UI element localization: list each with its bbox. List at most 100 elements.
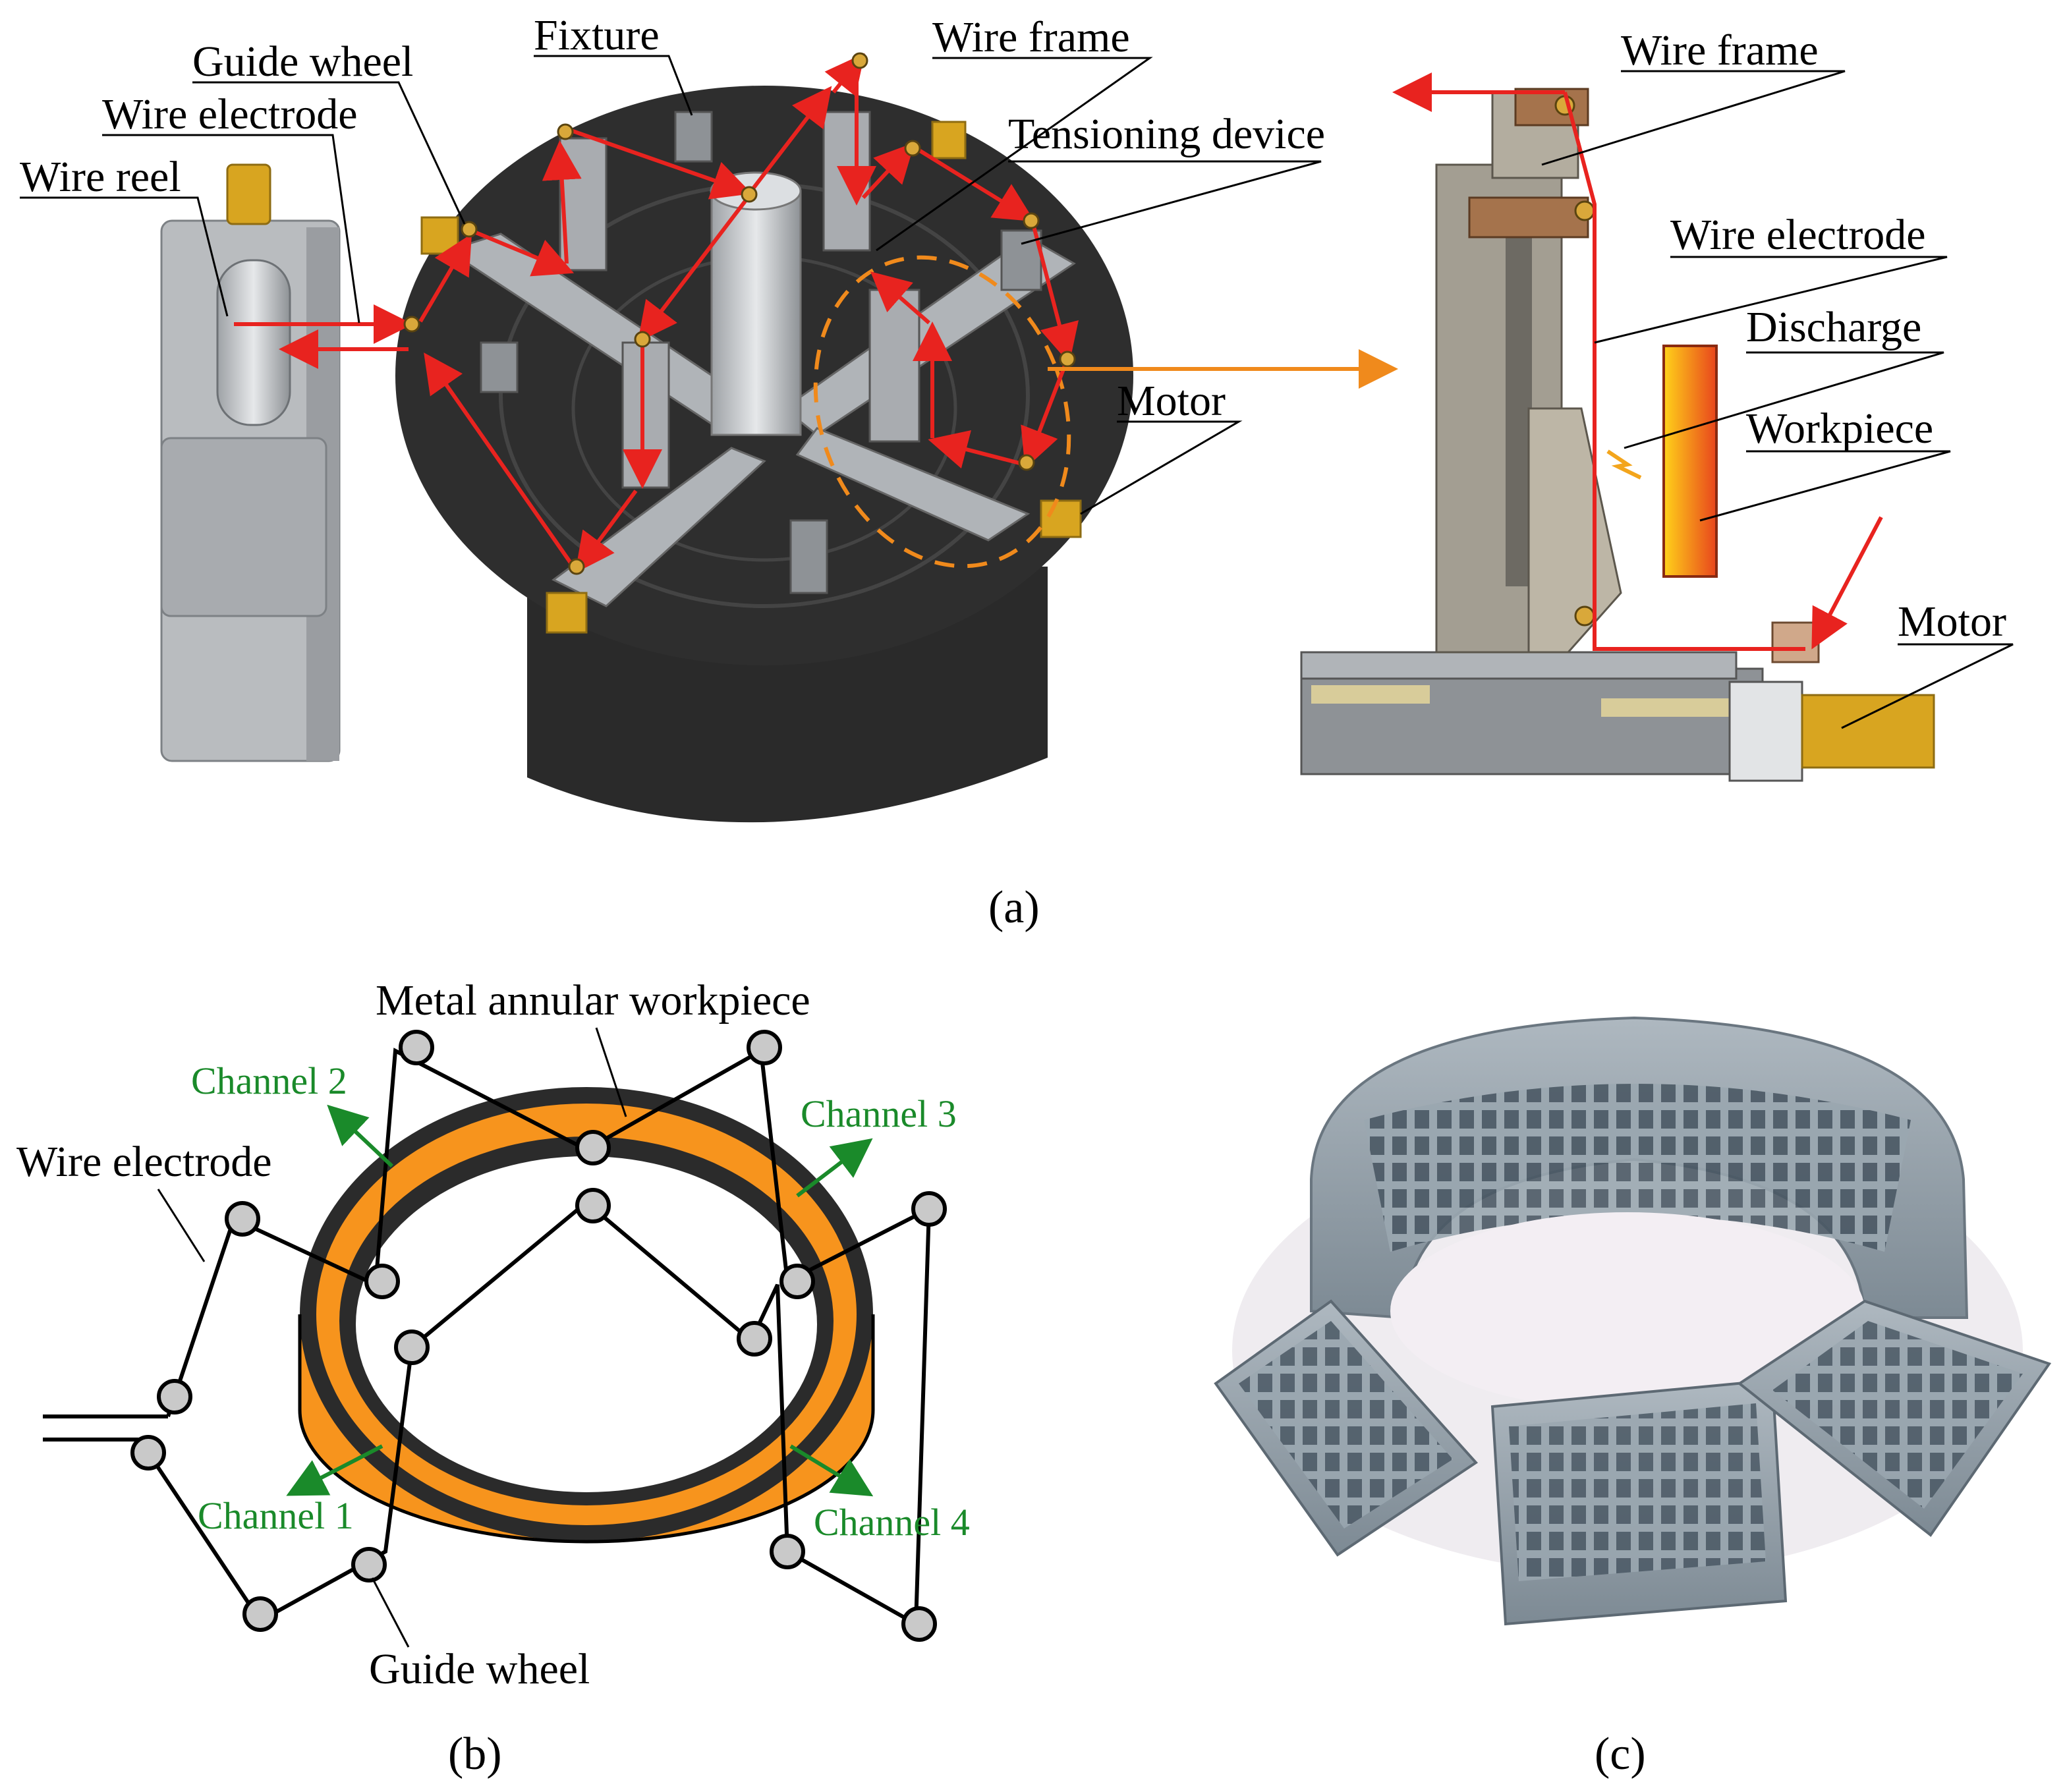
channel-3-arrow [796,1138,873,1198]
wire-arrow [418,233,472,323]
leader-motor-right [1841,643,2014,729]
channel-2-arrow [327,1104,394,1168]
label-workpiece: Workpiece [1746,405,1933,453]
leaders-a [20,55,2014,729]
arm-motor [420,216,459,255]
leader-metal-annular [595,1027,627,1117]
guide-wheel [130,1435,166,1470]
detail-wire-path [1563,92,1805,651]
fixture-block [480,341,519,393]
annular-ring [298,1087,875,1544]
arm-motor [1040,499,1082,538]
detail-motor [1801,694,1935,769]
rotary-machine [395,86,1133,823]
guide-wheel [461,221,478,238]
workpiece-bar [1662,345,1718,578]
label-wire-electrode-b: Wire electrode [16,1138,272,1186]
guide-wheel [1059,350,1076,368]
guide-wheel [364,1264,400,1299]
wire-arrow [928,430,1025,469]
detail-slider-strip [1311,685,1430,704]
guide-wheel [399,1030,434,1065]
caption-c: (c) [1595,1729,1646,1779]
panel-b: Metal annular workpiece Wire electrode G… [16,976,970,1779]
guide-wheel [1574,605,1595,627]
guide-wheel [851,52,868,69]
detail-motor-block [1728,681,1803,782]
wire-reel-spool [216,259,291,426]
label-motor-right: Motor [1898,598,2006,646]
guide-wheel [394,1330,430,1365]
caption-a: (a) [988,882,1040,933]
caption-b: (b) [448,1729,502,1779]
leader-guide-wheel [192,81,466,225]
fixture-block [674,111,713,163]
detail-slider-strip [1601,698,1733,717]
leader-discharge [1624,351,1944,449]
guide-wheel [403,316,420,333]
guide-wheel [901,1606,937,1642]
label-motor-center: Motor [1117,377,1226,425]
guide-wheel [770,1534,805,1569]
guide-wheel [1023,212,1040,229]
detail-unit [1300,72,1935,782]
detail-column-slot [1506,217,1532,586]
leader-wire-electrode-b [157,1189,206,1262]
photo-segmented-ring [1214,1016,2052,1626]
guide-wheel [225,1201,260,1237]
label-channel-1: Channel 1 [198,1494,354,1537]
wire-path-main [234,53,1079,573]
guide-wheel [779,1264,815,1299]
label-guide-wheel: Guide wheel [192,38,413,86]
leader-wire-frame-right [1541,70,1846,166]
channel-4-arrow [789,1444,874,1497]
wire-arrow [637,196,750,343]
fixture-block [789,519,828,594]
label-wire-frame-right: Wire frame [1621,26,1819,74]
wire-arrow [749,86,832,192]
panel-a: Guide wheel Wire electrode Wire reel Fix… [20,11,2014,933]
guide-wheel [351,1547,387,1582]
photo-ring-back-slots [1364,1084,1911,1252]
channel-arrows [286,1104,874,1497]
discharge-spark-icon [1606,449,1642,480]
wire-frame-upright [822,111,871,252]
label-channel-4: Channel 4 [814,1501,970,1544]
panel-c: (c) [1214,1016,2052,1779]
detail-fixture [1514,88,1589,126]
label-wire-frame-center: Wire frame [932,13,1130,61]
label-wire-reel: Wire reel [20,153,181,201]
guide-wheels-b [130,1030,947,1642]
leader-wire-electrode [102,134,360,323]
wire-arrow [575,490,638,573]
guide-wheel [1574,200,1595,221]
arm-motor [546,592,588,634]
label-metal-annular-workpiece: Metal annular workpiece [376,976,810,1024]
wire-reel-unit [160,163,341,762]
label-guide-wheel-b: Guide wheel [369,1645,590,1693]
label-channel-3: Channel 3 [801,1092,957,1135]
channel-1-arrow [286,1444,383,1496]
label-discharge: Discharge [1746,303,1921,351]
guide-wheel [911,1191,947,1227]
wire-arrow [1021,361,1068,469]
wire-frame-upright [621,341,670,489]
label-wire-electrode-right: Wire electrode [1670,211,1926,259]
guide-wheel [575,1130,611,1165]
wire-arrow [1031,223,1079,364]
detail-base-top [1300,651,1738,680]
detail-wheels [1554,95,1595,627]
leaders-b [157,1027,627,1648]
label-channel-2: Channel 2 [191,1059,347,1102]
photo-segment-left-slots [1239,1321,1453,1528]
leader-workpiece [1699,450,1951,522]
detail-wire-arrow-in [1811,516,1883,650]
central-column [710,190,802,436]
guide-wheel [741,186,758,203]
leader-wire-electrode-right [1594,256,1948,344]
leader-fixture [534,55,693,116]
guide-wheel [747,1030,782,1065]
wire-arrow [870,271,930,325]
wire-frame-upright [868,289,920,443]
